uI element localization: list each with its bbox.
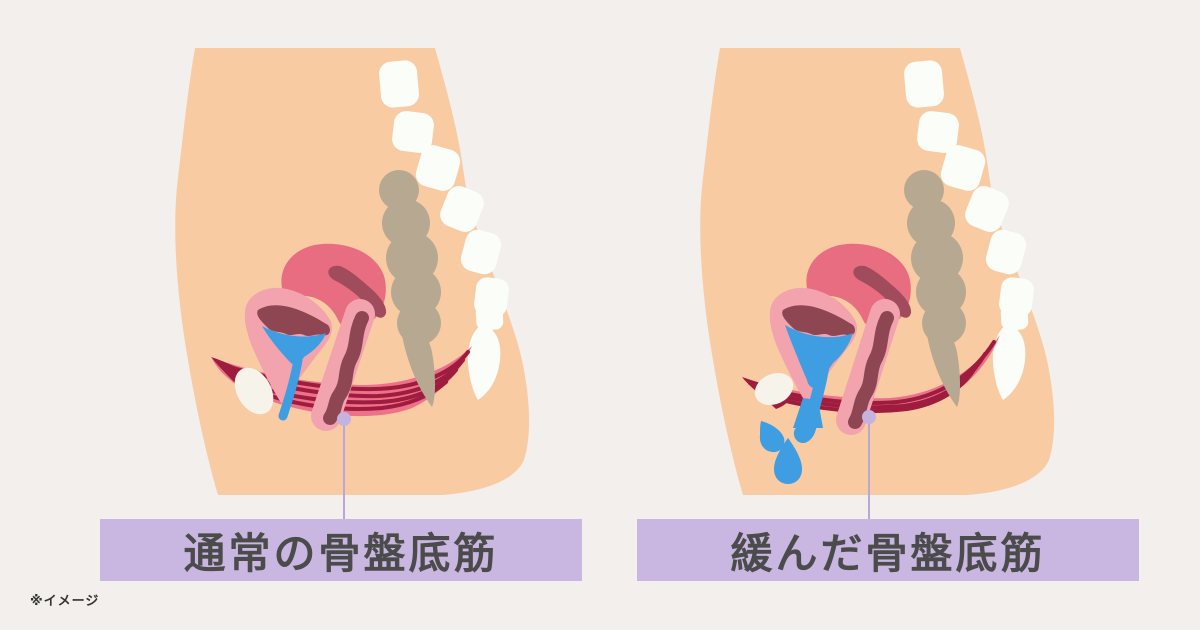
- label-loosened-pelvic-floor: 緩んだ骨盤底筋: [637, 519, 1139, 581]
- vertebra: [940, 145, 986, 191]
- spine: [379, 60, 509, 400]
- vertebra: [917, 111, 959, 153]
- bladder: [759, 287, 857, 484]
- figure-normal-pelvis: [175, 48, 530, 519]
- bladder: [244, 287, 332, 421]
- spine: [904, 60, 1034, 400]
- pointer-normal: [337, 412, 351, 519]
- urethra: [278, 355, 303, 421]
- image-disclaimer-note: ※イメージ: [30, 594, 100, 609]
- vagina: [311, 299, 375, 431]
- pointer-dot: [862, 410, 876, 424]
- bladder-lining: [782, 305, 855, 336]
- figure-loosened-pelvis: [700, 48, 1055, 519]
- urine-stream-flare: [793, 398, 823, 428]
- urine-droplet-small: [793, 423, 817, 444]
- vertebra: [475, 303, 504, 331]
- bladder-lining: [257, 305, 330, 336]
- vertebra: [904, 60, 944, 108]
- vaginal-canal: [848, 311, 894, 429]
- sacrum-bone: [467, 324, 501, 400]
- sacrum-bone: [992, 324, 1026, 400]
- vertebra: [460, 229, 502, 275]
- vertebra: [392, 111, 434, 153]
- vertebra: [965, 186, 1009, 232]
- pubic-bone: [754, 372, 794, 406]
- vaginal-canal: [323, 311, 369, 425]
- rectum: [379, 170, 441, 407]
- urine-droplets: [759, 421, 817, 484]
- pubic-bone: [234, 367, 274, 415]
- pointer-dot: [337, 412, 351, 426]
- label-normal-pelvic-floor: 通常の骨盤底筋: [100, 519, 582, 581]
- vertebra: [1000, 303, 1029, 331]
- vertebra: [440, 186, 484, 232]
- vertebra: [379, 60, 419, 108]
- urine-droplet-large: [774, 438, 802, 484]
- urine-droplet-medium: [759, 421, 785, 453]
- urine: [785, 325, 853, 388]
- vertebra: [985, 229, 1027, 275]
- rectum: [904, 170, 966, 407]
- pointer-loosened: [862, 410, 876, 519]
- vertebra: [415, 145, 461, 191]
- urine: [262, 326, 326, 365]
- vagina: [836, 299, 900, 435]
